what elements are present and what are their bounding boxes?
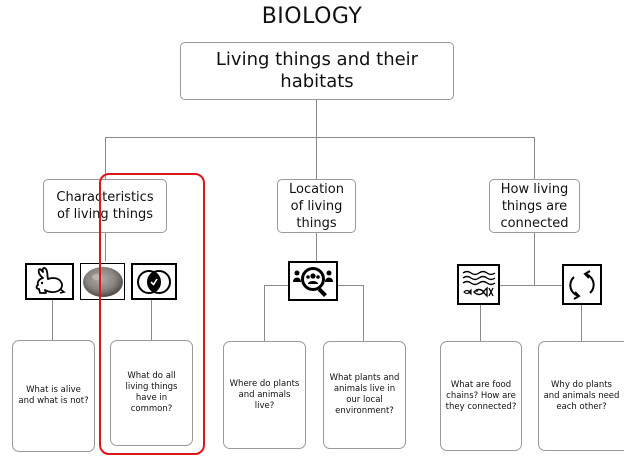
connector	[52, 300, 54, 340]
rabbit-icon	[25, 263, 74, 300]
connector	[151, 300, 153, 340]
category-label: How living things are connected	[500, 181, 569, 231]
question-box: What do all living things have in common…	[110, 340, 193, 446]
rock-photo	[80, 263, 125, 300]
question-label: What do all living things have in common…	[125, 371, 178, 414]
category-label: Characteristics of living things	[56, 190, 154, 222]
question-label: Why do plants and animals need each othe…	[543, 379, 620, 412]
cycle-arrows-icon	[562, 264, 602, 305]
root-topic-box: Living things and their habitats	[180, 42, 454, 100]
category-box-characteristics: Characteristics of living things	[43, 179, 167, 233]
question-label: What is alive and what is not?	[18, 385, 89, 406]
highlight-outline	[99, 173, 205, 455]
venn-icon	[131, 263, 177, 300]
connector	[500, 285, 562, 287]
root-topic-label: Living things and their habitats	[215, 49, 419, 92]
connector	[316, 233, 318, 261]
question-box: What is alive and what is not?	[12, 340, 95, 452]
connector	[105, 137, 107, 179]
category-box-location: Location of living things	[277, 179, 356, 233]
magnifier-people-icon	[288, 261, 338, 301]
question-box: Why do plants and animals need each othe…	[538, 341, 624, 451]
question-label: Where do plants and animals live?	[229, 378, 300, 411]
connector	[534, 137, 536, 179]
question-box: What plants and animals live in our loca…	[323, 341, 406, 449]
connector	[581, 305, 583, 341]
connector	[264, 285, 266, 341]
question-label: What are food chains? How are they conne…	[445, 379, 517, 412]
connector	[480, 305, 482, 341]
connector	[105, 137, 535, 139]
page-title: BIOLOGY	[261, 4, 363, 29]
category-label: Location of living things	[289, 181, 344, 231]
connector	[316, 100, 318, 138]
connector	[316, 137, 318, 179]
connector	[105, 233, 107, 261]
connector	[363, 285, 365, 341]
question-box: Where do plants and animals live?	[223, 341, 306, 449]
water-fish-icon	[457, 264, 500, 305]
question-box: What are food chains? How are they conne…	[440, 341, 522, 451]
connector	[534, 233, 536, 285]
category-box-connected: How living things are connected	[489, 179, 580, 233]
question-label: What plants and animals live in our loca…	[329, 373, 400, 416]
